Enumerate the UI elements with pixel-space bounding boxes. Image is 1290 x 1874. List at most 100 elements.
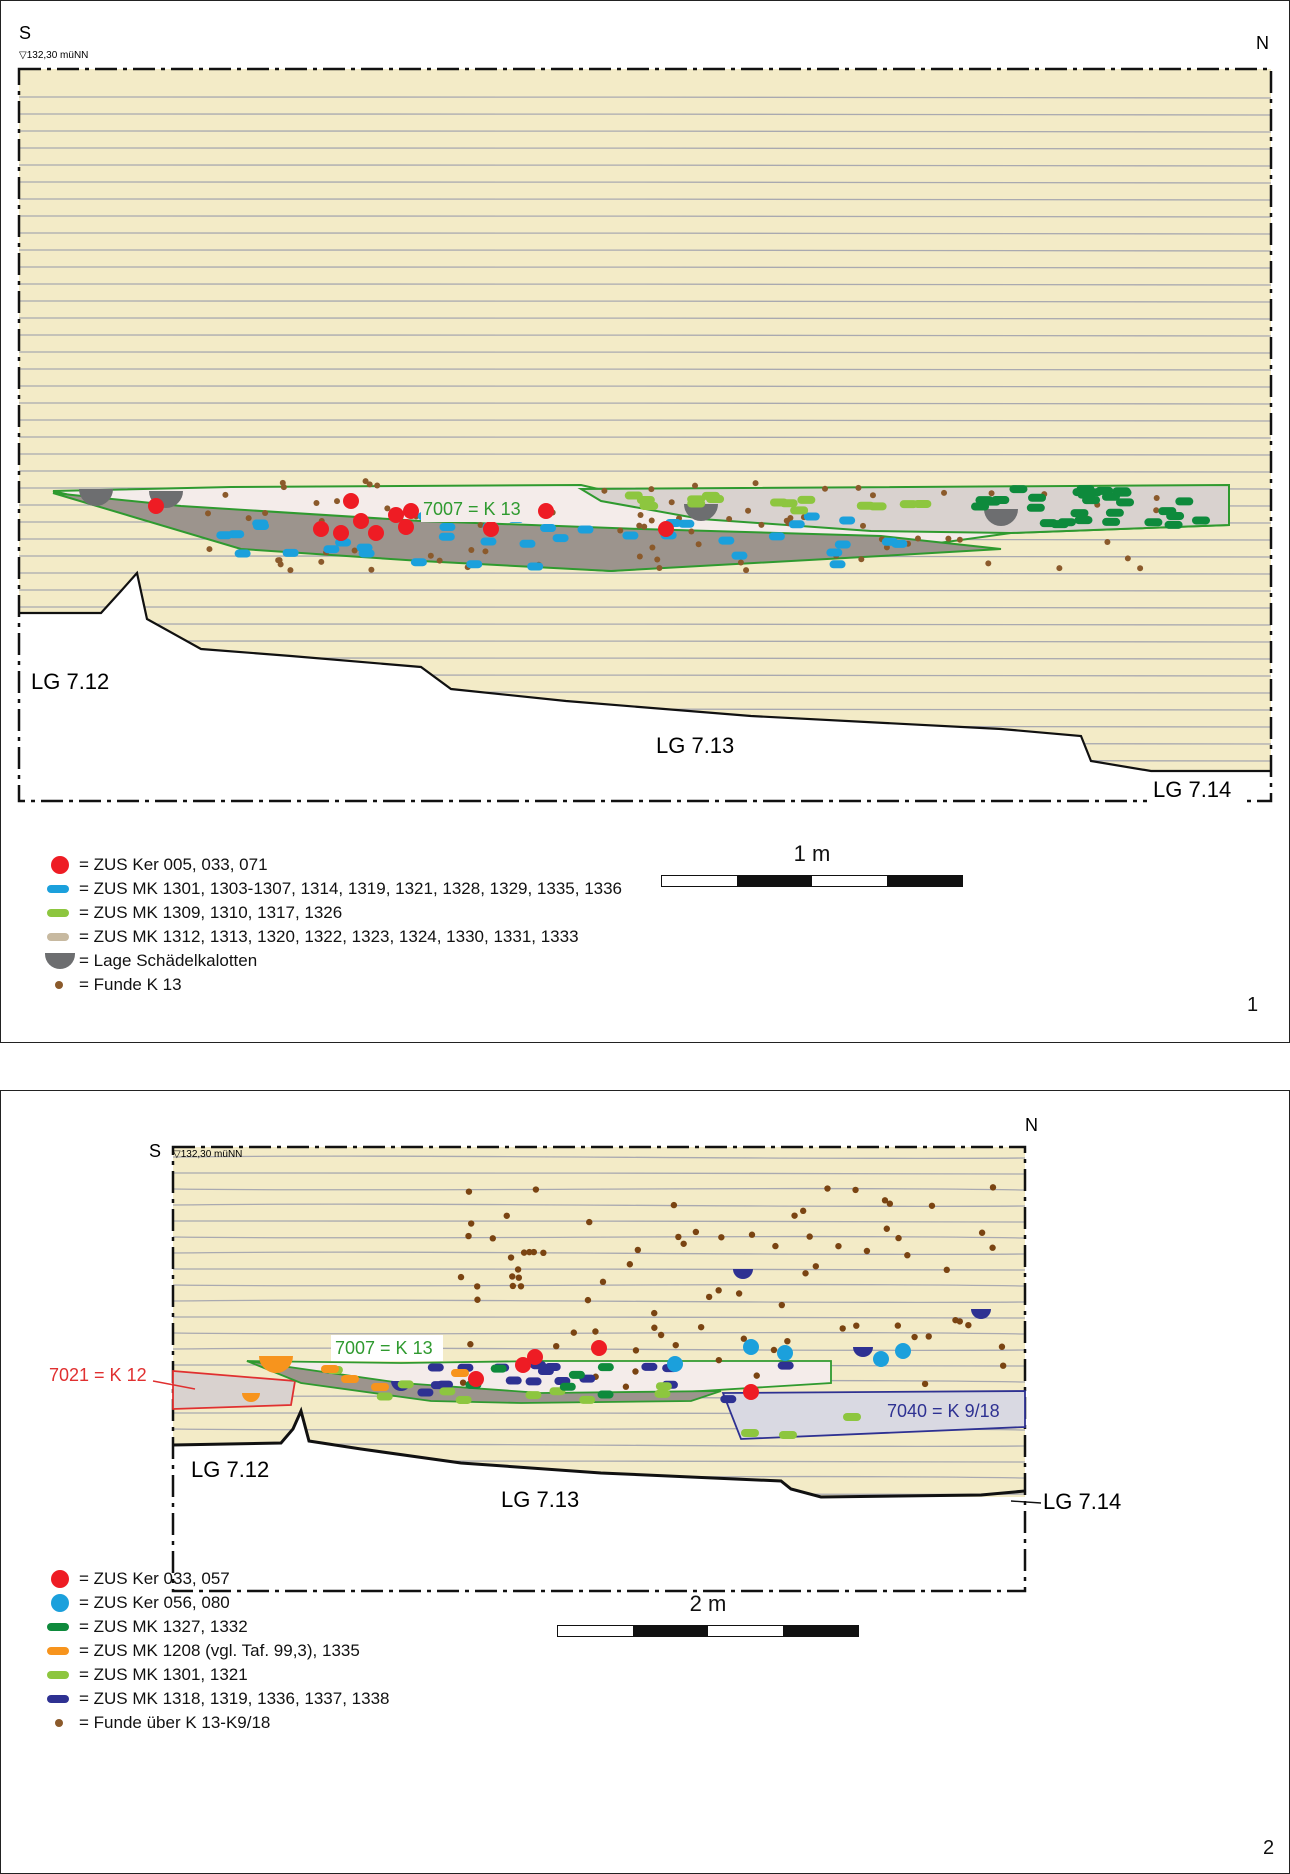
find-mark — [601, 487, 608, 494]
skull-cap-mark — [984, 509, 1018, 526]
find-mark — [552, 534, 569, 543]
strata-line — [18, 419, 1272, 422]
panel-number: 2 — [1263, 1837, 1275, 1859]
find-mark — [388, 507, 404, 523]
find-mark — [467, 1220, 475, 1227]
find-mark — [715, 1356, 723, 1364]
legend-text: = Lage Schädelkalotten — [79, 951, 258, 970]
find-mark — [253, 521, 270, 530]
strata-line — [172, 1268, 1026, 1271]
find-mark — [651, 1324, 658, 1331]
strata-line — [172, 1203, 1026, 1208]
darkgreen-bar-icon — [45, 1617, 79, 1637]
find-mark — [333, 525, 349, 541]
scale-bar-2m: 2 m — [557, 1591, 859, 1637]
find-mark — [538, 503, 554, 519]
find-mark — [895, 1234, 902, 1242]
find-mark — [490, 1364, 507, 1373]
find-mark — [651, 1309, 658, 1317]
find-mark — [465, 1188, 473, 1195]
legend-item: = Funde K 13 — [45, 973, 622, 997]
find-mark — [858, 556, 865, 563]
find-mark — [451, 1369, 469, 1377]
find-mark — [695, 541, 702, 548]
find-mark — [925, 1333, 932, 1340]
find-mark — [687, 499, 706, 508]
elevation-label: ▽132,30 müNN — [173, 1149, 242, 1160]
legend-item: = ZUS MK 1327, 1332 — [45, 1615, 389, 1639]
find-mark — [784, 1337, 791, 1345]
find-mark — [216, 531, 233, 540]
find-mark — [148, 498, 164, 514]
find-mark — [921, 1380, 929, 1388]
feature-label: 7007 = K 13 — [423, 499, 521, 519]
find-mark — [1116, 498, 1135, 507]
find-mark — [678, 519, 695, 528]
find-mark — [410, 558, 427, 567]
legend-2: = ZUS Ker 033, 057= ZUS Ker 056, 080= ZU… — [45, 1567, 389, 1735]
find-mark — [632, 1368, 639, 1375]
strata-line — [172, 1283, 1026, 1287]
find-mark — [971, 1309, 991, 1319]
find-mark — [417, 1388, 434, 1397]
find-mark — [467, 1341, 474, 1348]
section-drawing-2: S ▽132,30 müNN N 7007 = K 13 7021 = K 12… — [0, 1090, 1290, 1874]
find-mark — [680, 1240, 687, 1247]
find-mark — [275, 557, 282, 564]
find-mark — [975, 496, 994, 505]
substrate-area — [19, 573, 1271, 801]
find-mark — [843, 1413, 861, 1421]
find-mark — [943, 1266, 950, 1274]
find-mark — [637, 511, 644, 518]
find-mark — [718, 536, 735, 545]
skull-cap-mark — [684, 504, 718, 521]
find-mark — [287, 567, 294, 574]
strata-line — [18, 572, 1272, 575]
find-mark — [517, 1283, 525, 1290]
find-mark — [597, 1363, 614, 1372]
strata-line — [18, 470, 1272, 473]
find-mark — [688, 528, 695, 535]
lightgreen-bar-icon — [45, 903, 79, 923]
find-mark — [649, 544, 656, 551]
find-mark — [245, 515, 252, 522]
find-mark — [553, 1342, 560, 1350]
layer-boundary — [19, 570, 1271, 773]
find-mark — [1028, 493, 1047, 502]
find-mark — [852, 1186, 859, 1194]
find-mark — [834, 540, 851, 549]
find-mark — [657, 1331, 665, 1339]
find-mark — [532, 1186, 540, 1193]
find-mark — [457, 1273, 465, 1281]
find-mark — [634, 1246, 642, 1254]
find-mark — [1137, 565, 1144, 572]
find-mark — [873, 1351, 889, 1367]
find-mark — [668, 499, 675, 506]
find-mark — [570, 1329, 578, 1336]
find-mark — [397, 1380, 414, 1389]
find-mark — [883, 544, 890, 551]
find-mark — [568, 1370, 585, 1379]
red-dot-icon — [45, 1569, 79, 1589]
find-mark — [1076, 485, 1095, 494]
find-mark — [655, 1382, 672, 1391]
find-mark — [1175, 497, 1194, 506]
find-mark — [1039, 519, 1058, 528]
strata-line — [172, 1299, 1026, 1304]
find-mark — [436, 557, 443, 564]
find-mark — [468, 1371, 484, 1387]
find-mark — [829, 560, 846, 569]
find-mark — [527, 562, 544, 571]
find-mark — [1026, 503, 1045, 512]
cyan-dot-icon — [45, 1593, 79, 1613]
skull-cap-icon — [45, 951, 79, 971]
feature-label-k12: 7021 = K 12 — [49, 1365, 147, 1385]
find-mark — [706, 495, 725, 504]
find-mark — [430, 1381, 447, 1390]
find-mark — [632, 1347, 640, 1354]
find-mark — [1112, 487, 1131, 496]
find-mark — [459, 1379, 467, 1386]
strata-line — [18, 317, 1272, 320]
legend-text: = ZUS MK 1208 (vgl. Taf. 99,3), 1335 — [79, 1641, 360, 1660]
find-mark — [592, 1328, 599, 1335]
